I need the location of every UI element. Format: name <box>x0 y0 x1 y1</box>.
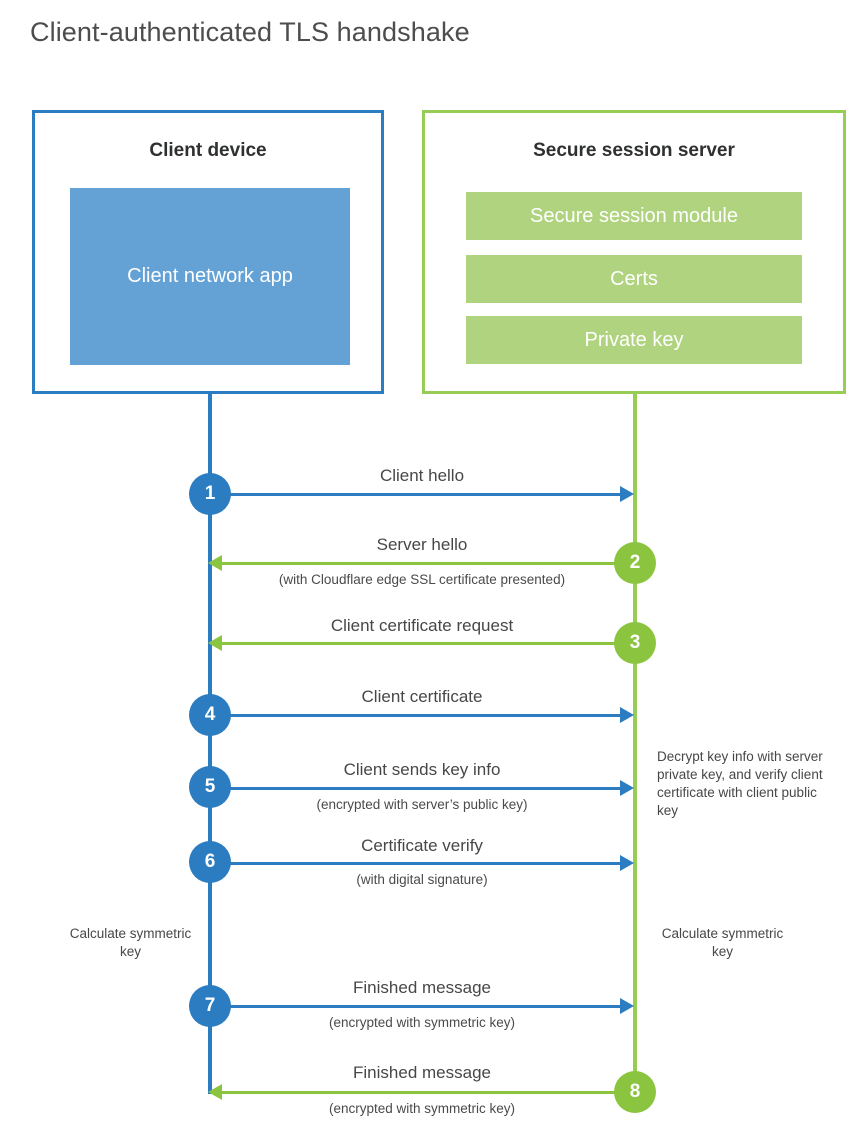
secure-session-server-box: Secure session server Secure session mod… <box>422 110 846 394</box>
message-7-label: Finished message <box>353 978 491 997</box>
server-calculate-symmetric-key-note: Calculate symmetric key <box>661 926 784 959</box>
server-lifeline <box>633 394 637 1094</box>
message-4-label: Client certificate <box>361 687 483 706</box>
step-circle-5: 5 <box>189 766 231 808</box>
message-7-line <box>210 1005 620 1008</box>
message-6-sublabel: (with digital signature) <box>356 872 488 887</box>
client-device-box: Client device Client network app <box>32 110 384 394</box>
message-7-arrowhead-icon <box>620 998 634 1014</box>
message-1-label: Client hello <box>379 466 465 485</box>
message-1-arrowhead-icon <box>620 486 634 502</box>
message-2-line <box>220 562 634 565</box>
message-8-arrowhead-icon <box>208 1084 222 1100</box>
step-circle-6: 6 <box>189 841 231 883</box>
client-network-app-block: Client network app <box>70 188 350 365</box>
message-6-label: Certificate verify <box>361 836 483 855</box>
message-5-line <box>210 787 620 790</box>
step-circle-1: 1 <box>189 473 231 515</box>
message-8-label: Finished message <box>353 1063 491 1082</box>
step-circle-4: 4 <box>189 694 231 736</box>
message-6-line <box>210 862 620 865</box>
message-5-sublabel: (encrypted with server’s public key) <box>316 797 528 812</box>
secure-session-server-title: Secure session server <box>533 140 735 161</box>
step-circle-7: 7 <box>189 985 231 1027</box>
client-lifeline <box>208 394 212 1094</box>
message-6-arrowhead-icon <box>620 855 634 871</box>
step-circle-8: 8 <box>614 1071 656 1113</box>
message-4-line <box>210 714 620 717</box>
message-3-line <box>220 642 634 645</box>
page-title: Client-authenticated TLS handshake <box>30 17 470 47</box>
message-7-sublabel: (encrypted with symmetric key) <box>328 1015 516 1030</box>
message-2-sublabel: (with Cloudflare edge SSL certificate pr… <box>278 572 566 587</box>
message-3-arrowhead-icon <box>208 635 222 651</box>
message-5-arrowhead-icon <box>620 780 634 796</box>
message-8-line <box>220 1091 634 1094</box>
message-5-label: Client sends key info <box>343 760 501 779</box>
server-decrypt-note: Decrypt key info with server private key… <box>657 749 823 818</box>
client-calculate-symmetric-key-note: Calculate symmetric key <box>69 926 192 959</box>
client-device-title: Client device <box>149 140 267 161</box>
message-1-line <box>210 493 620 496</box>
server-block-certs: Certs <box>466 255 802 303</box>
server-block-secure-session-module: Secure session module <box>466 192 802 240</box>
message-8-sublabel: (encrypted with symmetric key) <box>328 1101 516 1116</box>
message-2-arrowhead-icon <box>208 555 222 571</box>
message-3-label: Client certificate request <box>330 616 514 635</box>
server-block-private-key: Private key <box>466 316 802 364</box>
step-circle-3: 3 <box>614 622 656 664</box>
message-4-arrowhead-icon <box>620 707 634 723</box>
step-circle-2: 2 <box>614 542 656 584</box>
message-2-label: Server hello <box>376 535 468 554</box>
